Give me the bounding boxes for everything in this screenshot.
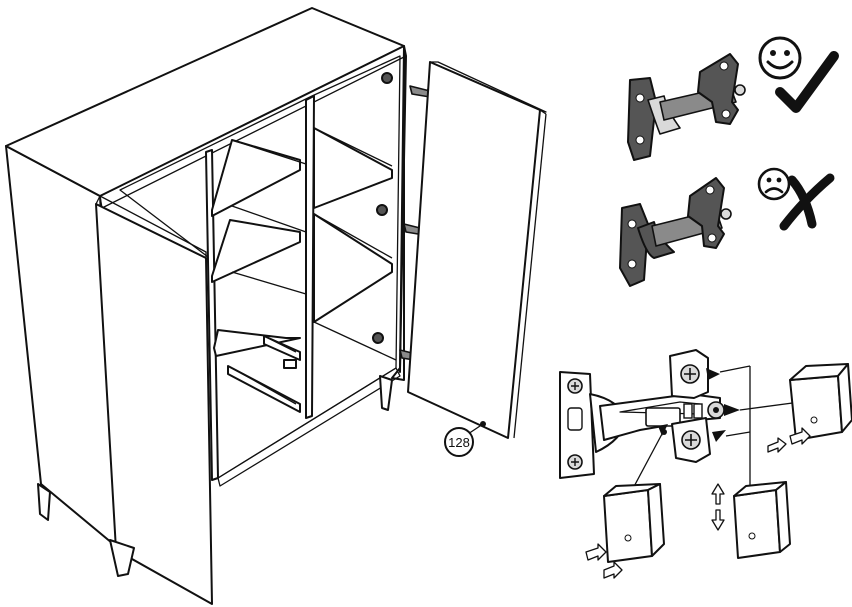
hinge-correct: [627, 53, 746, 161]
hinge-adjustment-detail: [559, 349, 801, 495]
frowny-icon: [757, 167, 791, 201]
adjustment-box-height: [711, 481, 791, 559]
cabinet-leg: [37, 483, 51, 521]
hinge-mount: [372, 72, 393, 344]
shelf-left: [211, 219, 301, 283]
smiley-icon: [758, 36, 802, 80]
cabinet: [5, 7, 407, 605]
hinge-incorrect: [619, 177, 732, 287]
right-door: [407, 61, 547, 439]
checkmark-icon: [775, 51, 839, 113]
cross-icon: [779, 173, 835, 231]
part-callout: 128: [444, 423, 484, 457]
drawer-runner: [227, 335, 301, 413]
part-number-label: 128: [448, 435, 470, 450]
adjustment-box-side: [585, 483, 665, 579]
adjustment-box-depth: [767, 363, 852, 453]
